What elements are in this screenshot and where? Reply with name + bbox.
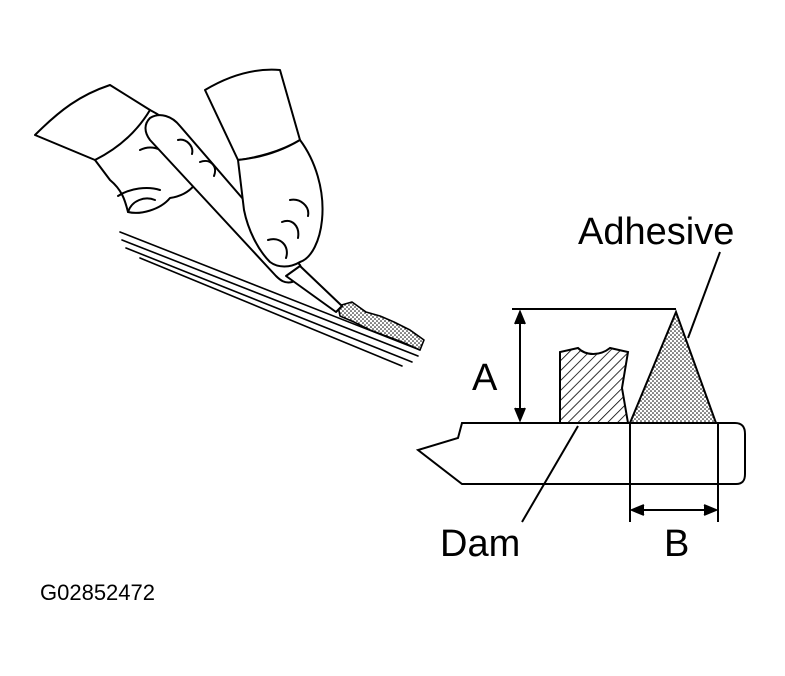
dimension-a-arrowhead-bottom [514, 407, 526, 423]
adhesive-triangle [628, 309, 718, 424]
right-hand [237, 139, 324, 268]
dimension-b-arrowhead-left [629, 504, 645, 516]
adhesive-bead [337, 301, 425, 351]
dimension-b-arrowhead-right [703, 504, 719, 516]
dimension-a-arrowhead-top [514, 309, 526, 325]
adhesive-label: Adhesive [578, 211, 734, 253]
dam-label: Dam [440, 523, 520, 565]
hands-with-sealant-gun-illustration [34, 68, 425, 367]
adhesive-leader-line [687, 251, 721, 339]
body-panel [415, 422, 746, 485]
dimension-a-label: A [472, 357, 498, 399]
dam-block [559, 346, 630, 424]
cross-section-diagram [415, 251, 746, 523]
figure-code-label: G02852472 [40, 580, 155, 605]
sealant-gun-nozzle [285, 265, 343, 313]
dam-leader-line [521, 425, 579, 523]
right-hand-fingers [267, 198, 310, 259]
dimension-b-label: B [664, 523, 689, 565]
